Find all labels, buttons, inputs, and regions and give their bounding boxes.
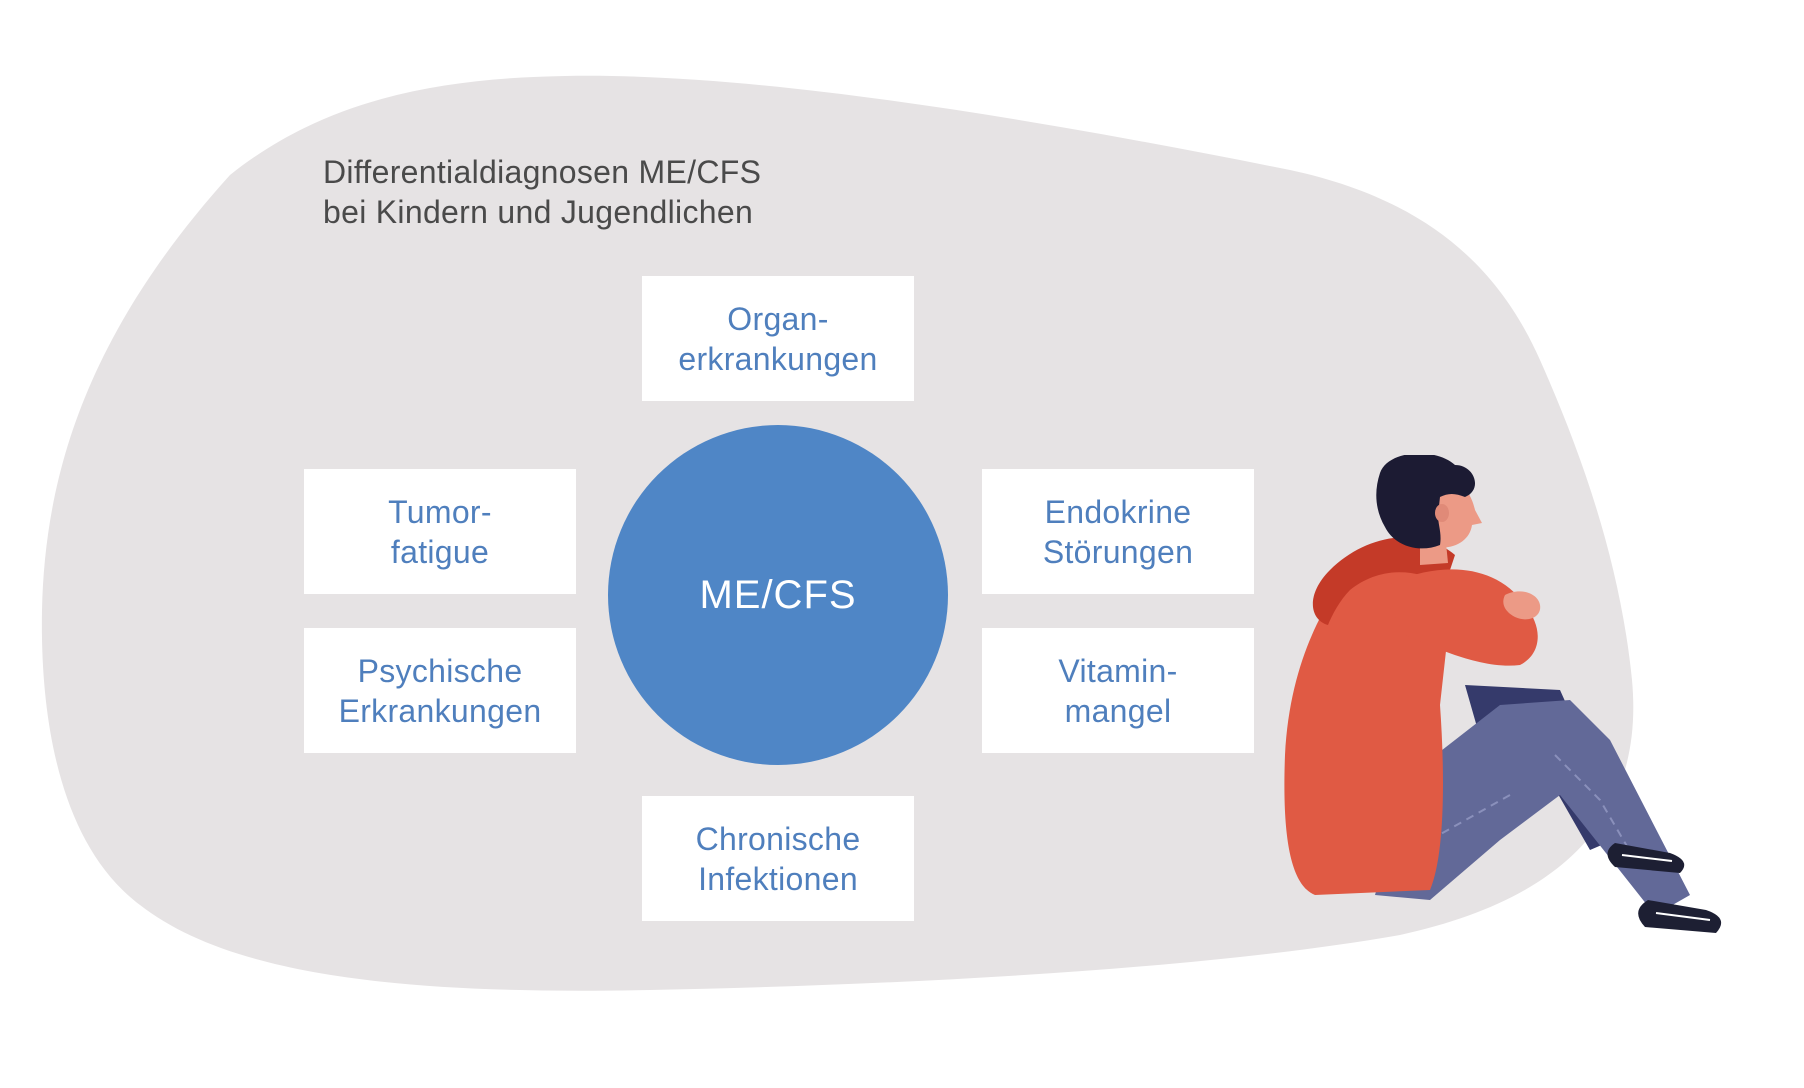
node-endokrine-stoerungen: Endokrine Störungen <box>982 469 1254 594</box>
node-label-line-2: mangel <box>1064 692 1172 729</box>
title-line-1: Differentialdiagnosen ME/CFS <box>323 154 762 190</box>
node-label-line-2: Erkrankungen <box>338 692 542 729</box>
title-line-2: bei Kindern und Jugendlichen <box>323 194 754 230</box>
node-chronische-infektionen: Chronische Infektionen <box>642 796 914 921</box>
node-label-line-1: Endokrine <box>1044 493 1192 530</box>
node-label-line-1: Chronische <box>695 820 861 857</box>
node-label-line-1: Tumor- <box>388 493 492 530</box>
node-vitaminmangel: Vitamin- mangel <box>982 628 1254 753</box>
node-organerkrankungen: Organ- erkrankungen <box>642 276 914 401</box>
node-label-line-2: fatigue <box>390 533 490 570</box>
center-hub-mecfs: ME/CFS <box>608 425 948 765</box>
node-label-line-2: Infektionen <box>698 860 858 897</box>
node-tumorfatigue: Tumor- fatigue <box>304 469 576 594</box>
sitting-person-illustration <box>1284 455 1722 933</box>
diagram-title: Differentialdiagnosen ME/CFS bei Kindern… <box>323 152 761 232</box>
node-psychische-erkrankungen: Psychische Erkrankungen <box>304 628 576 753</box>
node-label-line-1: Organ- <box>727 300 829 337</box>
center-label: ME/CFS <box>699 572 857 617</box>
node-label-line-2: erkrankungen <box>678 340 878 377</box>
node-label-line-1: Vitamin- <box>1058 652 1178 689</box>
node-label-line-2: Störungen <box>1042 533 1194 570</box>
node-label-line-1: Psychische <box>357 652 523 689</box>
